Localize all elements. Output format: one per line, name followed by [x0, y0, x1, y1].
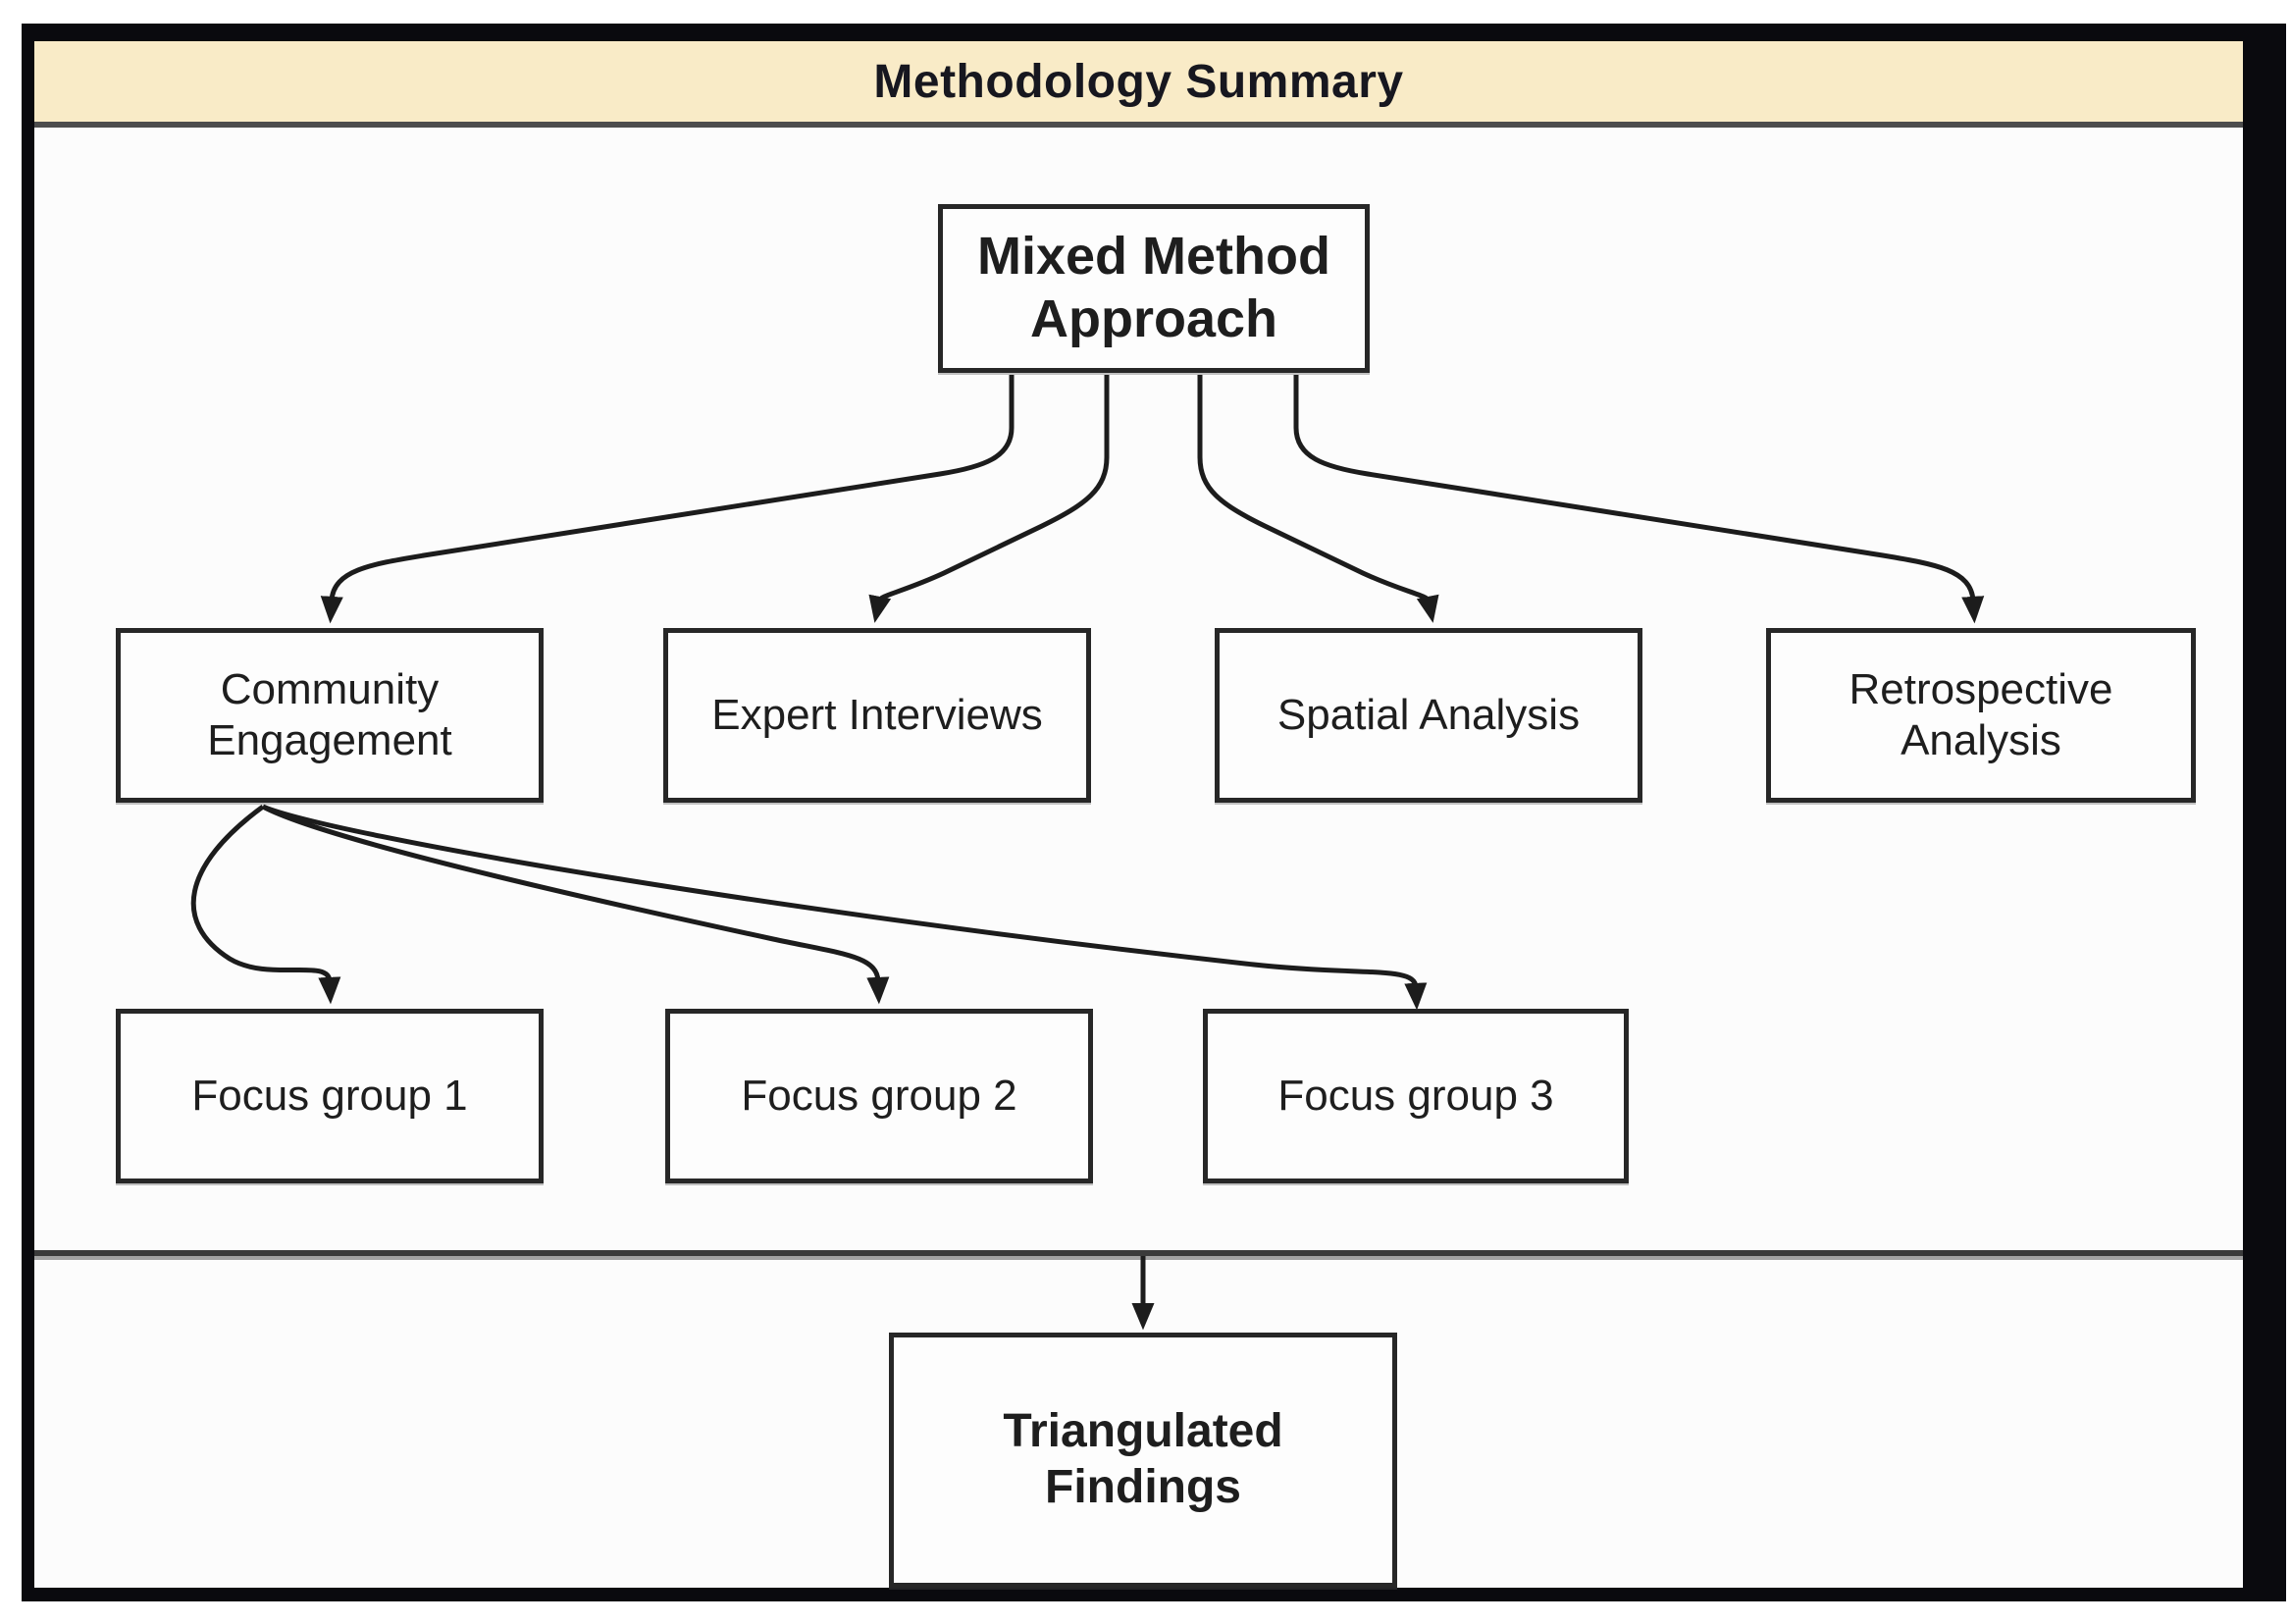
node-label: Community Engagement — [207, 665, 452, 764]
node-label: Retrospective Analysis — [1848, 665, 2113, 764]
node-expert-interviews: Expert Interviews — [663, 628, 1091, 803]
section-divider-line — [34, 1250, 2243, 1256]
node-label: Focus group 2 — [741, 1072, 1017, 1121]
node-retrospective-analysis: Retrospective Analysis — [1766, 628, 2196, 803]
node-label: Mixed Method Approach — [977, 227, 1330, 348]
node-spatial-analysis: Spatial Analysis — [1215, 628, 1642, 803]
node-mixed-method-approach: Mixed Method Approach — [938, 204, 1370, 373]
node-label: Focus group 3 — [1277, 1072, 1554, 1121]
title-bar: Methodology Summary — [34, 41, 2243, 128]
node-triangulated-findings: Triangulated Findings — [889, 1333, 1397, 1588]
node-community-engagement: Community Engagement — [116, 628, 544, 803]
node-focus-group-2: Focus group 2 — [665, 1009, 1093, 1183]
node-focus-group-3: Focus group 3 — [1203, 1009, 1629, 1183]
node-focus-group-1: Focus group 1 — [116, 1009, 544, 1183]
node-label: Focus group 1 — [191, 1072, 468, 1121]
node-label: Expert Interviews — [711, 691, 1043, 740]
page-title: Methodology Summary — [873, 55, 1404, 108]
node-label: Spatial Analysis — [1276, 691, 1581, 740]
node-label: Triangulated Findings — [1003, 1405, 1283, 1513]
